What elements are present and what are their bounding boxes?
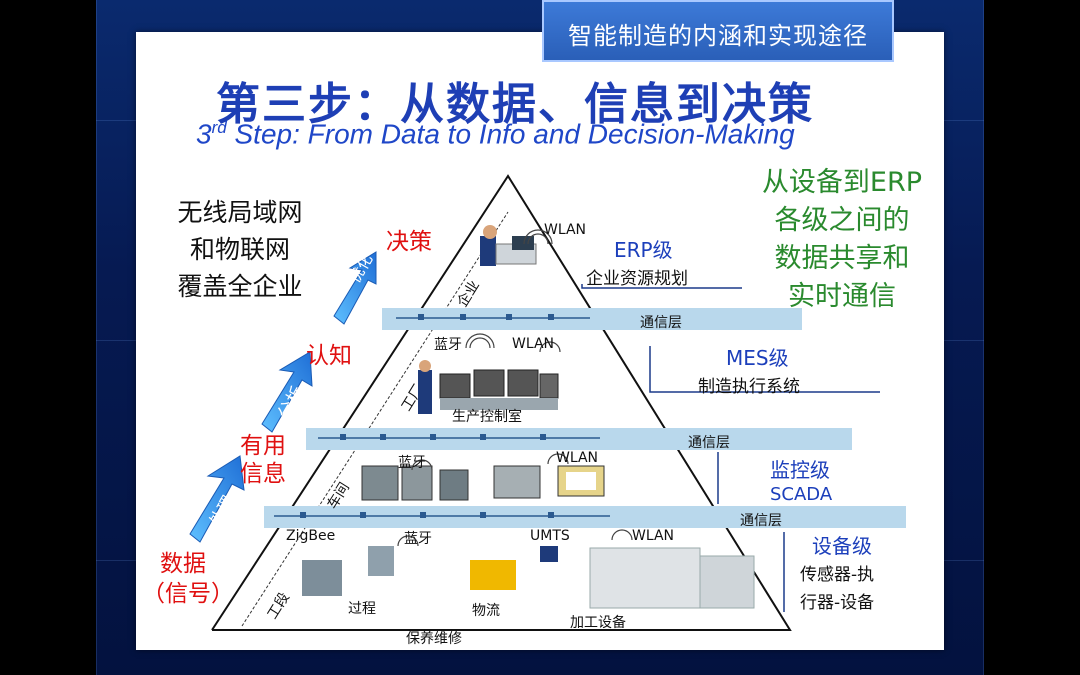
right-note-line: 从设备到ERP (761, 167, 923, 198)
arrow-analyze (261, 351, 313, 433)
wireless-wlan-scada: WLAN (556, 450, 599, 466)
page-subtitle: 3rd Step: From Data to Info and Decision… (196, 118, 795, 150)
level-device-name: 设备级 (812, 534, 872, 558)
pyramid-inner-line (241, 211, 509, 627)
bus-label-2: 通信层 (688, 435, 730, 451)
wireless-wlan-device: WLAN (632, 528, 675, 544)
arrow-process (189, 455, 245, 543)
level-erp-name: ERP级 (614, 238, 673, 262)
wireless-bluetooth-mes: 蓝牙 (434, 337, 462, 353)
operator-illustration (480, 225, 537, 266)
subtitle-text: Step: From Data to Info and Decision-Mak… (226, 118, 795, 150)
right-note-line: 实时通信 (788, 281, 896, 312)
page-title: 第三步：从数据、信息到决策 (216, 79, 814, 130)
subtitle-ordinal-suffix: rd (211, 118, 227, 137)
wireless-wlan-mes: WLAN (512, 336, 555, 352)
caption-control-room: 生产控制室 (452, 409, 522, 425)
stage-data: 数据 (160, 551, 206, 577)
caption-process: 过程 (348, 601, 376, 617)
right-note: 从设备到ERP 各级之间的 数据共享和 实时通信 (742, 164, 942, 316)
comm-bus-1 (382, 308, 802, 330)
caption-logistics: 物流 (472, 603, 500, 619)
arrow-optimize (333, 251, 377, 325)
wireless-umts: UMTS (530, 528, 570, 544)
left-note-line: 覆盖全企业 (177, 272, 303, 301)
wireless-wlan-erp: WLAN (544, 222, 587, 238)
caption-maintenance: 保养维修 (406, 631, 462, 647)
upward-arrows (189, 251, 377, 543)
comm-bus-3 (264, 506, 906, 528)
grid-line (96, 0, 97, 675)
level-device-desc-1: 传感器-执 (800, 565, 875, 585)
bus-nodes (300, 314, 554, 518)
control-room-illustration (418, 360, 559, 414)
left-note-line: 无线局域网 (177, 198, 303, 227)
left-note-line: 和物联网 (189, 235, 290, 264)
stage-information: 信息 (240, 461, 286, 487)
grid-line (983, 0, 984, 675)
subtitle-ordinal: 3 (196, 118, 212, 150)
bus-label-1: 通信层 (640, 315, 682, 331)
wireless-bluetooth-scada: 蓝牙 (398, 455, 426, 471)
topic-banner: 智能制造的内涵和实现途径 (542, 0, 894, 62)
field-equipment (302, 546, 755, 609)
wireless-bluetooth-device: 蓝牙 (404, 531, 432, 547)
stage-cognition: 认知 (306, 343, 352, 369)
level-device-desc-2: 行器-设备 (800, 593, 875, 613)
comm-bus-2 (306, 428, 852, 450)
level-scada-desc: SCADA (770, 484, 833, 505)
level-scada-name: 监控级 (770, 458, 830, 482)
bus-label-3: 通信层 (740, 513, 782, 529)
level-erp-desc: 企业资源规划 (586, 269, 688, 289)
level-mes-name: MES级 (726, 346, 789, 370)
right-note-line: 数据共享和 (774, 243, 910, 274)
left-note: 无线局域网 和物联网 覆盖全企业 (160, 194, 320, 305)
level-mes-desc: 制造执行系统 (698, 377, 800, 397)
stage-signal: （信号） (142, 581, 234, 607)
caption-machining: 加工设备 (570, 615, 626, 631)
pyramid-outline (211, 174, 792, 631)
stage-decision: 决策 (386, 229, 432, 255)
wireless-zigbee: ZigBee (286, 528, 336, 544)
stage-useful: 有用 (240, 433, 286, 459)
topic-banner-text: 智能制造的内涵和实现途径 (568, 22, 868, 50)
right-note-line: 各级之间的 (774, 205, 910, 236)
level-connectors (581, 284, 880, 612)
workshop-equipment (361, 465, 605, 501)
wireless-signal-icons (397, 229, 633, 547)
